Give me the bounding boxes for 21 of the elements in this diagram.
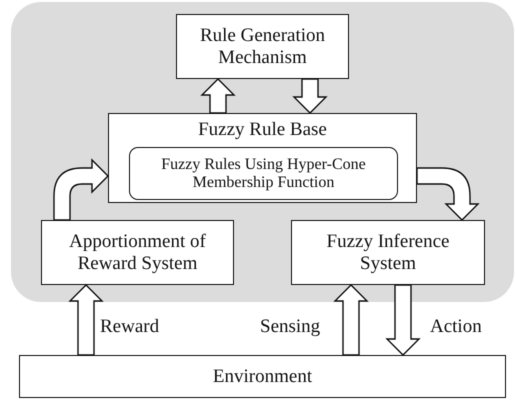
block-arrow — [200, 78, 236, 114]
block-arrow — [292, 78, 328, 114]
node-label: Fuzzy Rules Using Hyper-Cone Membership Function — [160, 156, 367, 192]
process-box — [129, 147, 398, 200]
process-box — [291, 220, 485, 285]
node-label: Fuzzy Inference System — [326, 231, 450, 274]
node-label: Apportionment of Reward System — [68, 231, 207, 274]
process-box — [176, 14, 349, 79]
block-arrow — [68, 284, 104, 356]
block-arrow — [53, 159, 109, 221]
node-label: Environment — [212, 366, 312, 388]
process-box — [41, 220, 234, 285]
background-panel — [11, 2, 514, 302]
environment-box — [19, 355, 506, 398]
block-arrow — [385, 284, 421, 356]
node-label: Rule Generation Mechanism — [198, 25, 326, 68]
node-label: Fuzzy Rule Base — [198, 119, 327, 140]
edge-label: Sensing — [258, 316, 322, 337]
process-box — [108, 113, 417, 203]
block-arrow — [416, 167, 479, 221]
block-arrow — [333, 284, 369, 356]
